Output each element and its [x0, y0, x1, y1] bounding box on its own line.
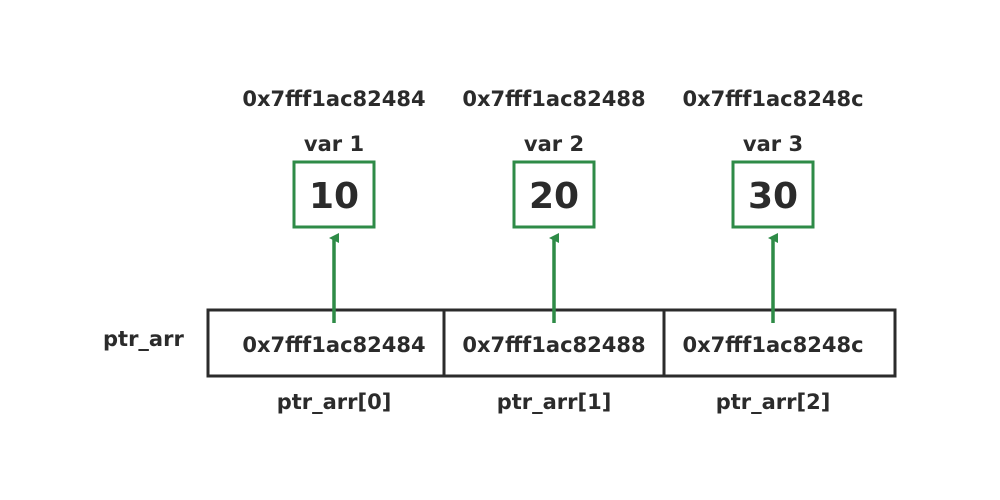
variable-box-1 [292, 160, 376, 229]
variable-value-3: 30 [748, 176, 798, 217]
variable-box-2 [512, 160, 596, 229]
variable-address-1: 0x7fff1ac82484 [242, 87, 425, 111]
variable-box-3 [731, 160, 815, 229]
variable-name-1: var 1 [304, 132, 364, 156]
array-name-label: ptr_arr [103, 327, 184, 351]
variable-name-2: var 2 [524, 132, 584, 156]
pointer-array: 0x7fff1ac82484 0x7fff1ac82488 0x7fff1ac8… [206, 308, 897, 378]
array-cell-2-content: 0x7fff1ac8248c [682, 333, 863, 357]
variable-group-1: 0x7fff1ac82484 var 1 10 [242, 87, 426, 229]
variable-value-2: 20 [529, 176, 579, 217]
array-index-label-1: ptr_arr[1] [497, 390, 612, 414]
variable-name-3: var 3 [743, 132, 803, 156]
array-index-label-2: ptr_arr[2] [716, 390, 831, 414]
variable-group-2: 0x7fff1ac82488 var 2 20 [462, 87, 646, 229]
array-cell-0-content: 0x7fff1ac82484 [242, 333, 425, 357]
variable-value-1: 10 [309, 176, 359, 217]
variable-group-3: 0x7fff1ac8248c var 3 30 [682, 87, 864, 229]
array-cell-1-content: 0x7fff1ac82488 [462, 333, 645, 357]
variable-address-3: 0x7fff1ac8248c [682, 87, 863, 111]
array-index-label-0: ptr_arr[0] [277, 390, 392, 414]
array-cell-2 [662, 308, 897, 378]
variable-address-2: 0x7fff1ac82488 [462, 87, 645, 111]
